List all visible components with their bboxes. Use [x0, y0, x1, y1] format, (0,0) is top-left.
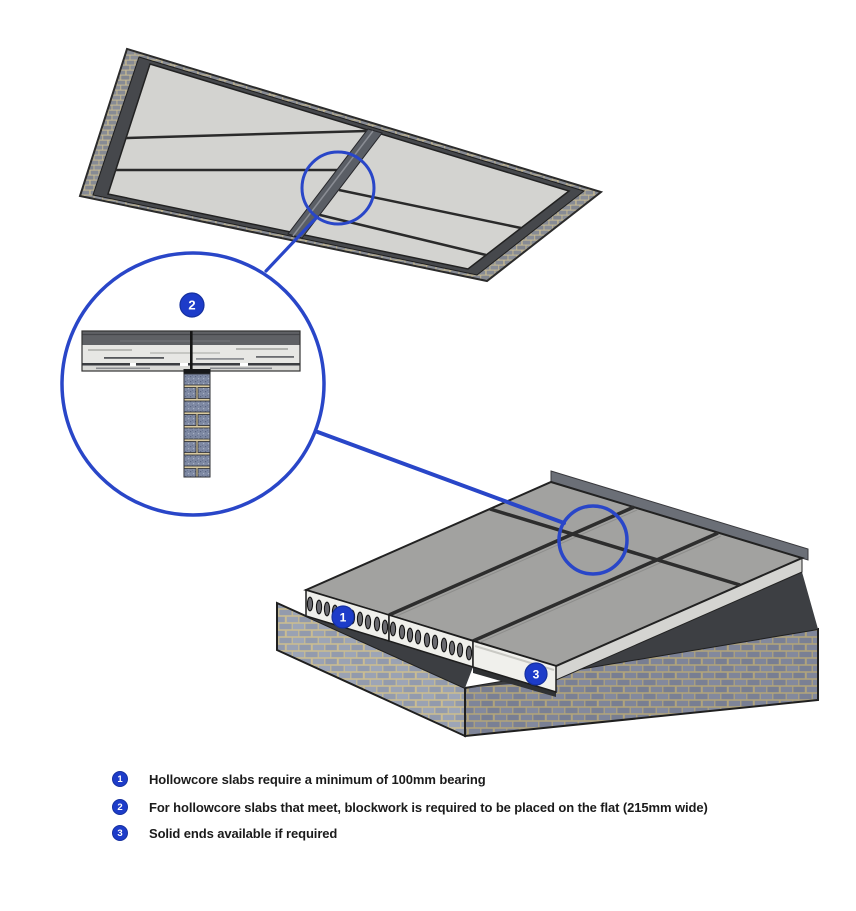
soffit-highlight-circle: [300, 150, 376, 226]
bearing-ledge-right: [465, 572, 818, 688]
soffit-joint: [338, 188, 522, 230]
slab-joint: [190, 331, 193, 372]
slab-section: [81, 330, 301, 374]
legend-item-3: 3 Solid ends available if required: [112, 825, 337, 841]
legend-badge-3: 3: [112, 825, 128, 841]
bearing-ledge-left: [277, 603, 473, 688]
callout-line-top: [264, 215, 319, 273]
legend-text-3: Solid ends available if required: [149, 825, 338, 841]
deck-joint: [472, 531, 719, 643]
callout-line-bottom: [313, 429, 566, 525]
soffit-view: [78, 47, 604, 283]
blockwork-pier: [183, 373, 211, 478]
callout-badge-2: 2: [179, 292, 205, 318]
deck-joint-highlight: [391, 509, 638, 619]
callout-badge-3-num: 3: [533, 668, 540, 682]
deck-highlight-circle: [557, 504, 629, 576]
legend-text-2: For hollowcore slabs that meet, blockwor…: [149, 799, 708, 815]
deck-center-joint: [489, 507, 741, 587]
soffit-slab-field: [107, 63, 571, 270]
bearing-ledge-front: [473, 667, 556, 697]
deck-joint-highlight: [475, 535, 722, 645]
soffit-divider-highlight: [292, 130, 374, 237]
soffit-joint: [125, 129, 367, 140]
legend-badge-1: 1: [112, 771, 128, 787]
callout-badge-2-num: 2: [188, 298, 195, 313]
deck-joint: [388, 505, 635, 617]
callout-lines: [264, 215, 566, 525]
callout-badge-1: 1: [331, 605, 355, 629]
brick-wall-back-strip: [550, 470, 809, 561]
detail-callout: 2: [60, 251, 326, 517]
callout-badge-3: 3: [524, 662, 548, 686]
legend-badge-2: 2: [112, 799, 128, 815]
legend-item-1: 1 Hollowcore slabs require a minimum of …: [112, 771, 486, 787]
hollowcore-end-2: [388, 613, 474, 669]
legend-item-2: 2 For hollowcore slabs that meet, blockw…: [112, 799, 708, 815]
legend-text-1: Hollowcore slabs require a minimum of 10…: [149, 771, 486, 787]
plan-view: [276, 470, 819, 738]
bearing-strip: [183, 369, 211, 374]
callout-badge-1-num: 1: [340, 611, 347, 625]
brick-wall-front-right: [464, 627, 819, 738]
